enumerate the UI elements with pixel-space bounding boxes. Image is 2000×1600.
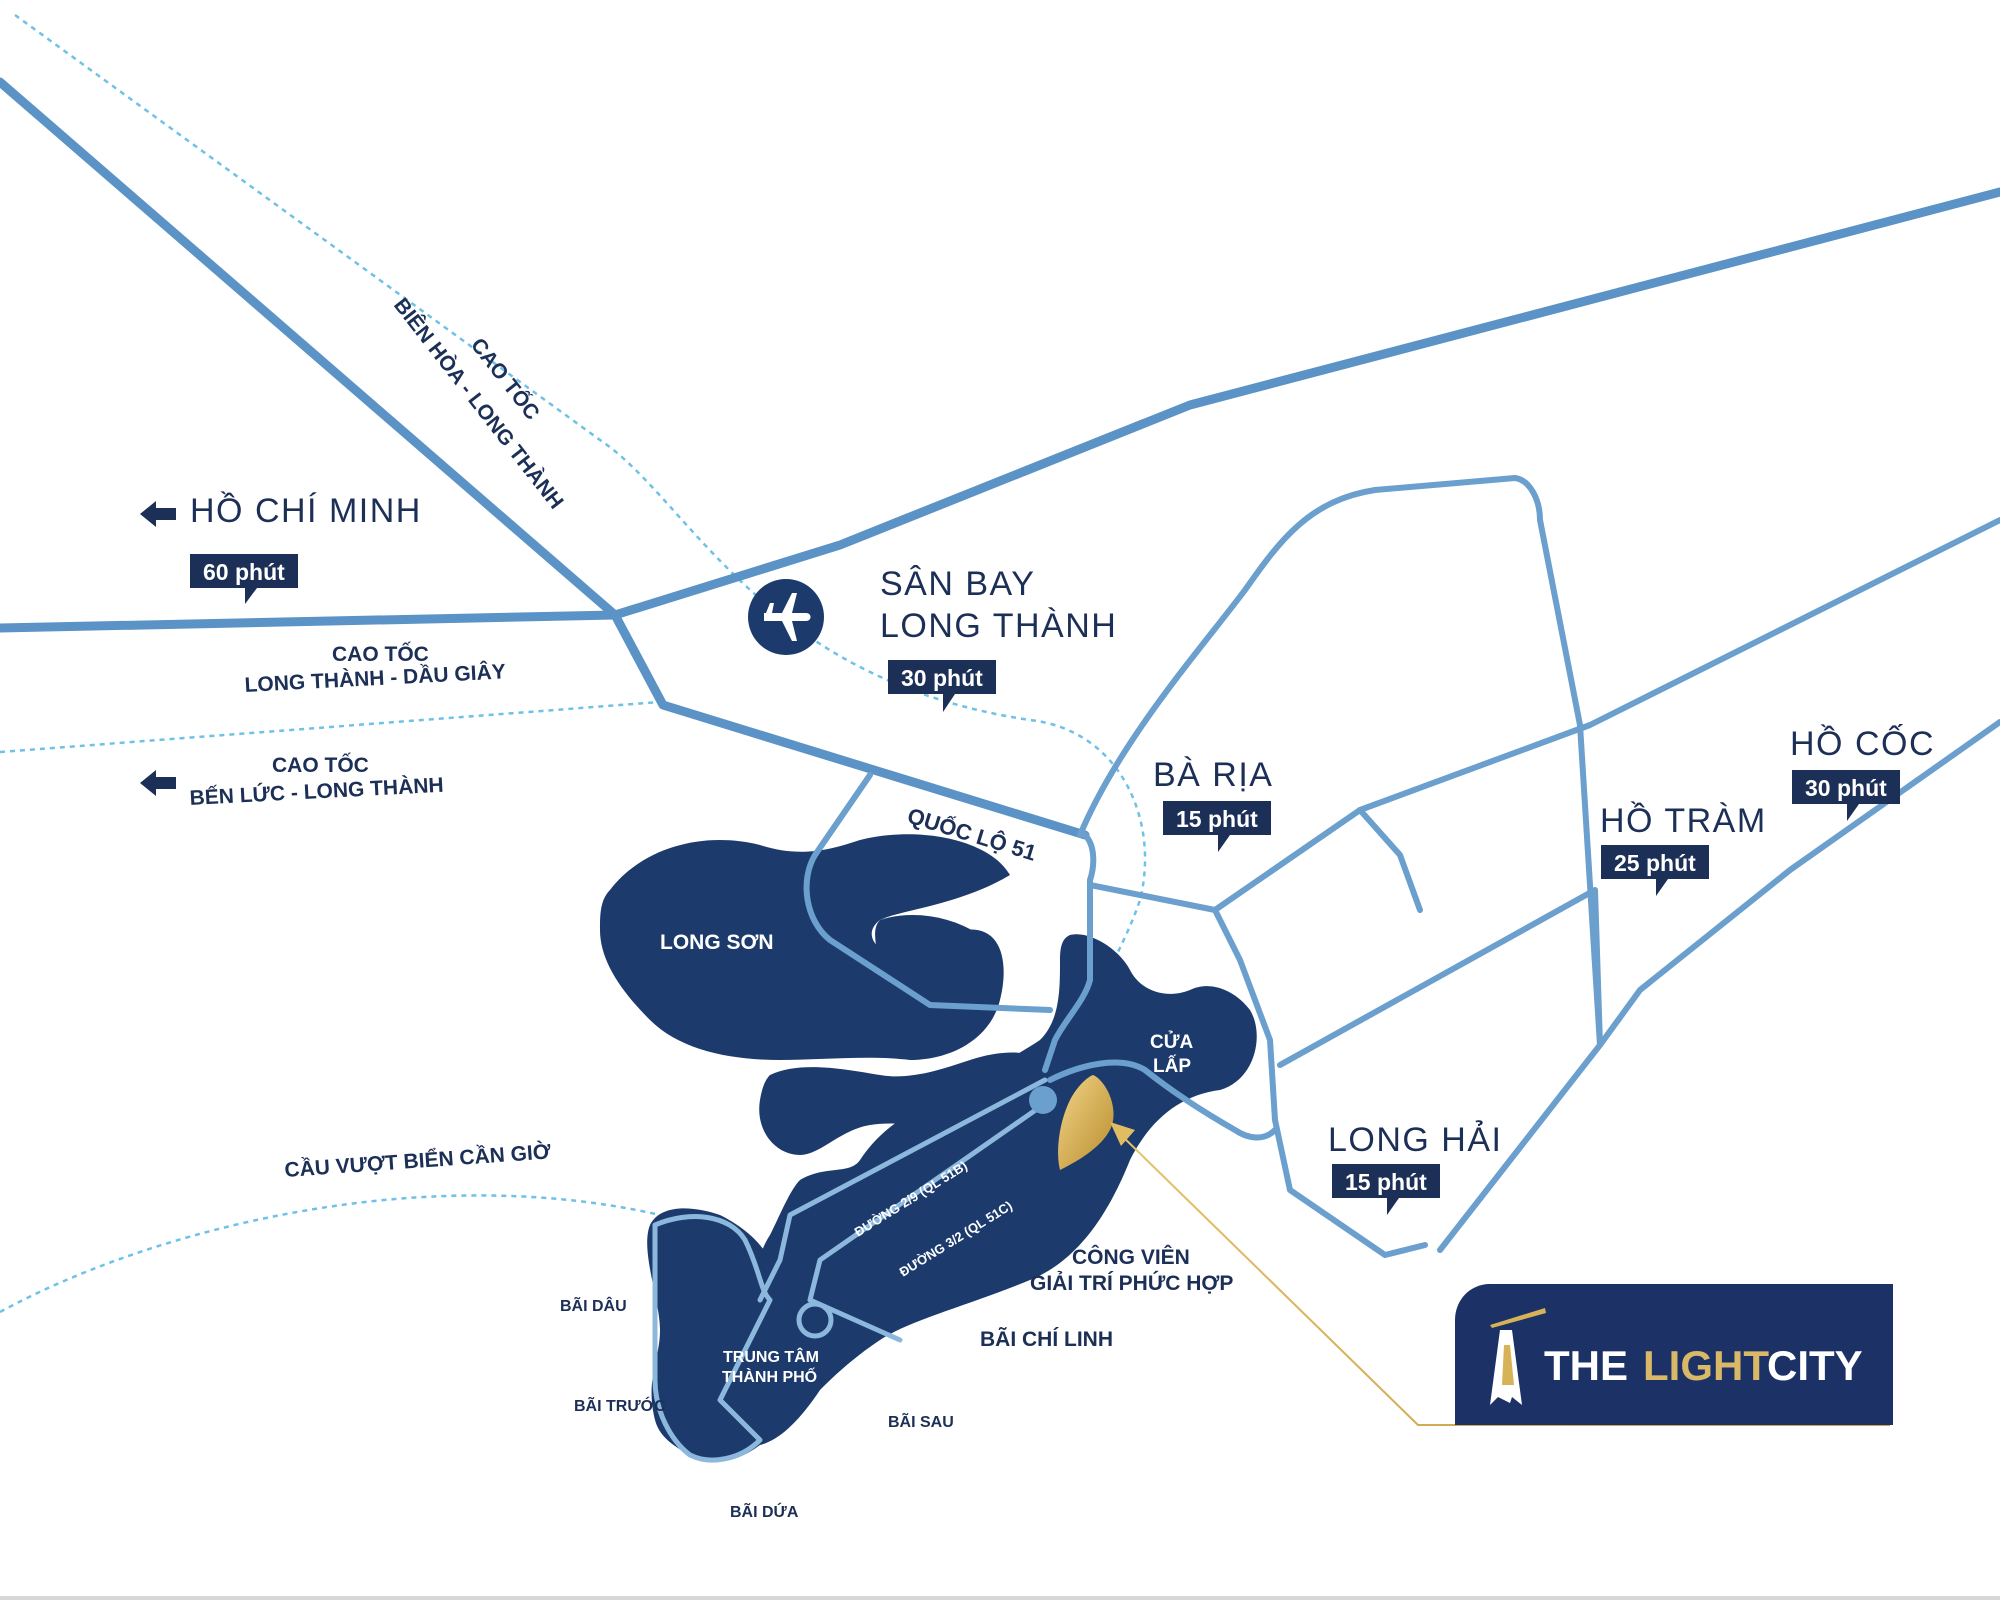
ba-ria-time: 15 phút bbox=[1176, 806, 1258, 832]
ben-luc-label-line2: BẾN LỨC - LONG THÀNH bbox=[189, 773, 444, 810]
ba-ria-connector bbox=[1087, 882, 1428, 1258]
can-gio-label: CẦU VƯỢT BIỂN CẦN GIỜ bbox=[284, 1139, 552, 1182]
bottom-border bbox=[0, 1596, 2000, 1600]
san-bay-marker: SÂN BAY LONG THÀNH 30 phút bbox=[880, 565, 1117, 712]
expressway-bien-hoa-long-thanh-route bbox=[14, 13, 1147, 1121]
lighthouse-icon bbox=[1490, 1308, 1546, 1405]
duong-2-9-road bbox=[757, 1077, 1048, 1303]
road-east-ho-tram bbox=[1212, 517, 2000, 913]
brand-the: THE bbox=[1544, 1342, 1628, 1389]
bai-sau-label: BÃI SAU bbox=[888, 1411, 954, 1431]
ho-tram-marker: HỒ TRÀM 25 phút bbox=[1600, 802, 1767, 896]
bai-truoc-label: BÃI TRƯỚC bbox=[574, 1395, 666, 1415]
ho-tram-label: HỒ TRÀM bbox=[1600, 802, 1767, 840]
ho-chi-minh-marker: HỒ CHÍ MINH 60 phút bbox=[140, 492, 422, 604]
bai-dau-label: BÃI DÂU bbox=[560, 1295, 627, 1315]
cua-lap-label-line1: CỬA bbox=[1150, 1031, 1193, 1053]
ba-ria-marker: BÀ RỊA 15 phút bbox=[1153, 756, 1273, 852]
cua-lap-label-line2: LẤP bbox=[1153, 1055, 1191, 1077]
cong-vien-label-line1: CÔNG VIÊN bbox=[1072, 1245, 1190, 1269]
place-labels: CÔNG VIÊN GIẢI TRÍ PHỨC HỢP BÃI CHÍ LINH… bbox=[560, 1245, 1233, 1521]
ho-tram-time: 25 phút bbox=[1614, 850, 1696, 876]
cong-vien-label-line2: GIẢI TRÍ PHỨC HỢP bbox=[1030, 1271, 1233, 1295]
project-site-shape bbox=[1058, 1075, 1114, 1170]
roundabout-north bbox=[1029, 1086, 1057, 1114]
road-to-ba-ria-north bbox=[1077, 475, 1603, 1048]
trung-tam-label-line2: THÀNH PHỐ bbox=[722, 1366, 817, 1386]
dashed-routes bbox=[0, 13, 1147, 1314]
ql51-loop-road bbox=[803, 772, 1053, 1013]
road-cua-lap bbox=[1047, 1059, 1278, 1141]
road-long-hai bbox=[1277, 887, 1603, 1253]
long-hai-marker: LONG HẢI 15 phút bbox=[1328, 1121, 1502, 1215]
trung-tam-label-line1: TRUNG TÂM bbox=[723, 1347, 819, 1366]
arrow-left-icon bbox=[140, 501, 176, 527]
long-hai-label: LONG HẢI bbox=[1328, 1121, 1502, 1159]
project-pointer-arrowhead bbox=[1110, 1122, 1135, 1146]
duong-3-2-road bbox=[807, 1097, 1053, 1343]
airplane-icon bbox=[748, 579, 824, 655]
san-bay-label-line2: LONG THÀNH bbox=[880, 607, 1117, 645]
brand-light: LIGHT bbox=[1643, 1342, 1769, 1389]
ba-ria-label: BÀ RỊA bbox=[1153, 756, 1273, 794]
long-hai-time: 15 phút bbox=[1345, 1169, 1427, 1195]
arrow-left-icon bbox=[140, 770, 176, 796]
expressway-ben-luc-long-thanh-route bbox=[0, 700, 661, 754]
long-son-label: LONG SƠN bbox=[660, 931, 774, 954]
san-bay-label-line1: SÂN BAY bbox=[880, 565, 1035, 603]
the-light-city-logo: THE LIGHT CITY bbox=[1455, 1284, 1893, 1425]
expressway-bien-hoa-road bbox=[0, 77, 1090, 840]
islet-middle bbox=[759, 1052, 1041, 1155]
peninsula-west-loop bbox=[652, 1214, 773, 1463]
ben-luc-label-line1: CAO TỐC bbox=[272, 753, 369, 777]
bien-hoa-label-line2: BIÊN HÒA - LONG THÀNH bbox=[389, 293, 568, 513]
ql51-road bbox=[1042, 832, 1097, 1073]
dau-giay-label-line1: CAO TỐC bbox=[332, 642, 429, 666]
region-labels: LONG SƠN CỬA LẤP TRUNG TÂM THÀNH PHỐ bbox=[660, 931, 1193, 1386]
can-gio-sea-bridge-route bbox=[0, 1194, 661, 1314]
long-son-lobe bbox=[871, 915, 994, 1050]
san-bay-time: 30 phút bbox=[901, 665, 983, 691]
ho-coc-label: HỒ CỐC bbox=[1790, 724, 1935, 763]
land-detail bbox=[871, 915, 994, 1050]
bai-chi-linh-label: BÃI CHÍ LINH bbox=[980, 1328, 1113, 1351]
ho-coc-marker: HỒ CỐC 30 phút bbox=[1790, 724, 1935, 821]
ho-coc-time: 30 phút bbox=[1805, 775, 1887, 801]
road-inner-branch bbox=[1357, 807, 1423, 913]
ho-chi-minh-road bbox=[0, 187, 2000, 633]
ho-chi-minh-time: 60 phút bbox=[203, 559, 285, 585]
roads bbox=[0, 77, 2000, 1463]
roundabout-center bbox=[796, 1301, 834, 1339]
brand-city: CITY bbox=[1767, 1342, 1863, 1389]
ho-chi-minh-label: HỒ CHÍ MINH bbox=[190, 492, 422, 530]
bai-dua-label: BÃI DỨA bbox=[730, 1501, 799, 1521]
